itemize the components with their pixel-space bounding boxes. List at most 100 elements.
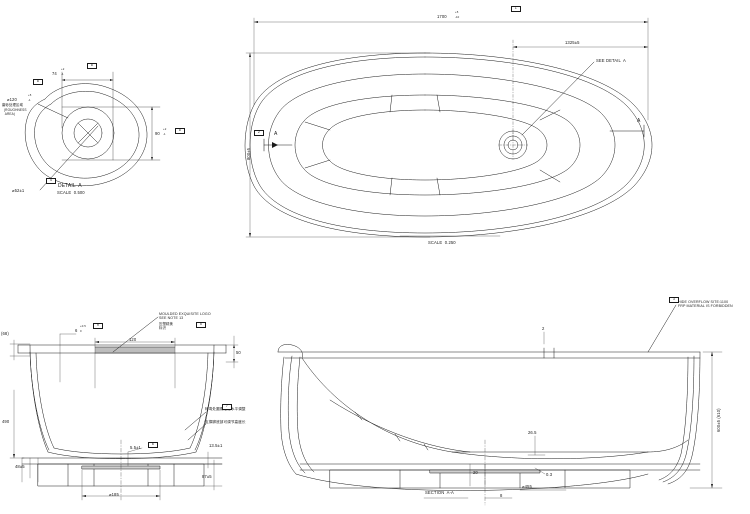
detail-balloon-bottom: 4 [46, 178, 56, 185]
fs-logo-band [95, 347, 175, 353]
topview-rim-2 [249, 56, 645, 234]
fs-outer-right [195, 344, 215, 453]
sa-base-offset-label: 8 [500, 493, 503, 498]
fs-leader-cn-2 [187, 423, 207, 441]
fs-leader-55b [127, 447, 143, 453]
topview-seg-8 [304, 159, 331, 169]
sa-right-outer [667, 351, 701, 485]
detail-balloon-left: 8 [33, 79, 43, 86]
sa-caption: SECTION A-A [425, 490, 454, 495]
sa-arrow-ht [711, 352, 713, 356]
fs-leader-cn-1 [184, 411, 207, 431]
topview-arrow-wt [249, 53, 251, 57]
fs-leader-logo [112, 316, 159, 353]
topview-length-label: 1700 [437, 14, 447, 19]
topview-length-tol-down: -10 [455, 15, 460, 19]
fs-rim-thickness-tol-up: +0.5 [80, 324, 86, 328]
topview-seg-6 [539, 169, 561, 183]
fs-rim-thickness-tol-down: 0 [80, 329, 82, 333]
fs-foot-right-label: 87±5 [202, 474, 212, 479]
fs-arrow-50t [233, 345, 235, 348]
sa-left-outer [280, 356, 297, 475]
topview-section-arrow-l [272, 142, 278, 148]
sa-foot-plate-label: 20 [473, 470, 478, 475]
topview-balloon-width: 2 [254, 130, 264, 137]
detail-dim-top-tol-up: +2 [61, 67, 65, 71]
topview-seg-4 [436, 177, 441, 196]
detail-outer-note-cn: 磨砂处理区域 [2, 103, 23, 107]
sa-top-mark-label: 2 [542, 326, 545, 331]
topview-arrow-13r [644, 46, 648, 48]
sa-seat-tick-3 [423, 443, 429, 451]
sa-leader-03 [534, 467, 546, 475]
detail-leader-outer [37, 103, 69, 119]
fs-balloon-logo: 5 [196, 322, 206, 329]
detail-outer-note-en: (ROUGHNESS AREA) [4, 108, 27, 116]
topview-caption-scale: SCALE 0.250 [428, 240, 456, 245]
detail-dim-top-label: 74 [52, 71, 57, 76]
sa-note-overflow: HIDE OVERFLOW SITE:1100 FRP MATERIAL IS … [678, 300, 733, 309]
fs-arrow-185r [156, 495, 160, 497]
fs-rim-thickness-label: 6 [75, 328, 78, 333]
topview-seg-5 [539, 109, 561, 121]
fs-inner-right-2 [194, 351, 215, 451]
fs-foot-left-label: 48±5 [15, 464, 25, 469]
topview-leader-detail [521, 61, 595, 136]
detail-inner-outline [34, 91, 140, 179]
sa-right-inner [662, 355, 695, 483]
detail-dim-hole-label: ⌀52±1 [12, 188, 25, 193]
fs-logo-zone-label: 120 [129, 337, 137, 342]
detail-dim-outer-label: ⌀120 [7, 97, 17, 102]
sa-backrest [301, 357, 649, 460]
topview-seg-3 [389, 177, 393, 196]
detail-dim-outer-tol-up: +5 [28, 93, 32, 97]
fs-height-top-label: (68) [1, 331, 9, 336]
topview-seg-2 [436, 94, 441, 113]
sa-right-inner2 [658, 356, 689, 481]
detail-arrow-rb [151, 157, 153, 160]
topview-width-label: 800±5 [246, 147, 251, 160]
topview-bowl-base [322, 109, 548, 181]
fs-note-logo-en: MOULDED EXQUISITE LOGO SEE NOTE 13 [159, 312, 211, 321]
topview-dim-1325-label: 1325±5 [565, 40, 580, 45]
fs-arrow-490b [13, 454, 15, 458]
topview-arrow-ll [254, 21, 258, 23]
sa-left-inner [287, 355, 306, 474]
sa-left-inner2 [296, 356, 315, 473]
fs-balloon-cn: 7 [222, 404, 232, 411]
detail-arrow-tl [62, 79, 65, 81]
fs-bottom-outer [47, 451, 197, 459]
topview-length-tol-up: +5 [455, 10, 459, 14]
sa-seat-tick-1 [354, 411, 363, 421]
detail-arrow-tr [110, 79, 113, 81]
sa-seat-line [329, 399, 471, 453]
fs-arrow-120r [171, 341, 175, 343]
detail-dim-right-tol-down: -1 [163, 132, 166, 136]
detail-dim-outer-tol-down: -1 [28, 98, 31, 102]
sa-bottom-outer [295, 473, 649, 491]
fs-inner-left-2 [29, 351, 50, 451]
fs-edge-right-label: 13.5±1 [209, 443, 223, 448]
fs-note-drain-cn-2: 支撑脚底部可调节高度长 [205, 420, 246, 424]
sa-height-label: 600±5 (610) [716, 408, 721, 432]
detail-balloon-right: 8 [175, 128, 185, 135]
topview-arrow-lr [644, 21, 648, 23]
sa-right-fillet [647, 439, 689, 453]
detail-caption-title: DETAIL A [58, 183, 82, 189]
fs-balloon-plate: 6 [148, 442, 158, 449]
sa-leader-overflow [647, 304, 677, 353]
topview-balloon-length: 1 [511, 6, 521, 13]
topview-section-mark-right: A [637, 118, 641, 124]
detail-dim-right-label: 90 [155, 131, 160, 136]
sa-arrow-hb [711, 484, 713, 488]
fs-bottom-inner [53, 447, 191, 455]
sa-drain-dia-label: ⌀455 [522, 484, 532, 489]
fs-balloon-rim: 9 [93, 323, 103, 330]
topview-bowl-bottom [294, 94, 581, 196]
detail-cross-2 [77, 122, 99, 144]
detail-arrow-rt [151, 107, 153, 110]
sa-left-rim-round [277, 344, 303, 359]
detail-dim-top-tol-down: -1 [61, 72, 64, 76]
fs-inner-left [35, 352, 55, 449]
